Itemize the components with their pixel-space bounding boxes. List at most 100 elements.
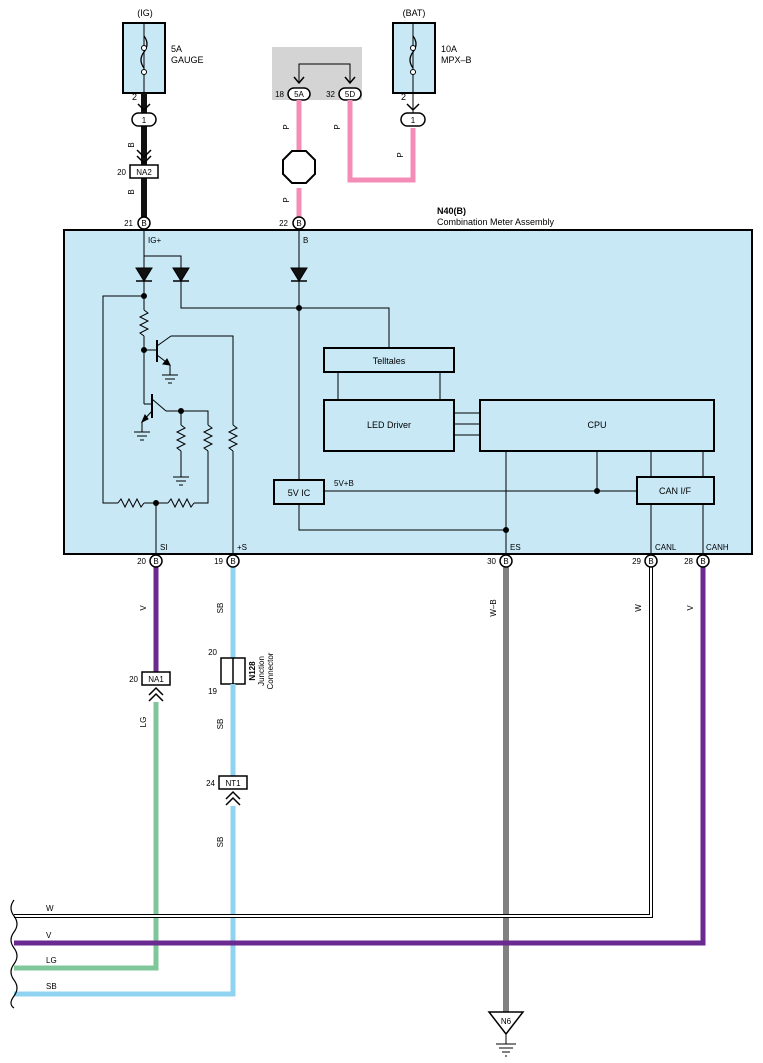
svg-text:B: B [700, 557, 705, 566]
pin-letter: B [141, 219, 146, 228]
bus-label-lg: LG [46, 956, 57, 965]
relay-pin-right: 32 [326, 90, 335, 99]
connector-na1-pin: 20 [129, 675, 138, 684]
block-led-driver: LED Driver [323, 399, 455, 452]
diode-icon [135, 267, 153, 282]
svg-text:Connector: Connector [266, 652, 275, 689]
bus-label-w: W [46, 904, 54, 913]
fuse-gauge-name: GAUGE [171, 55, 204, 65]
fuse-mpxb-icon [409, 35, 417, 69]
module-bottom-pin-19: B 19 [214, 554, 240, 568]
wire-label-si-lower: LG [139, 717, 148, 728]
ground-icon [134, 431, 150, 441]
svg-text:CAN I/F: CAN I/F [659, 486, 692, 496]
fuse-mpxb-source: (BAT) [403, 8, 426, 18]
fuse-gauge: (IG) 5A GAUGE [122, 8, 204, 94]
wire-p-left: P P [282, 100, 316, 218]
continuation-break-icon [10, 899, 18, 1009]
svg-text:CPU: CPU [587, 420, 606, 430]
svg-text:30: 30 [487, 557, 496, 566]
wire-label-es: W–B [489, 599, 498, 616]
diode-icon [172, 267, 190, 282]
wire-es: W–B N6 [487, 566, 525, 1057]
block-telltales: Telltales [323, 347, 455, 373]
combination-meter-module [63, 229, 753, 555]
resistor-icon [138, 309, 150, 337]
connector-na1-name: NA1 [148, 675, 164, 684]
block-can-if: CAN I/F [636, 476, 715, 505]
svg-text:20: 20 [208, 648, 217, 657]
wire-label-p-left-upper: P [282, 124, 291, 129]
resistor-icon [202, 424, 214, 452]
wire-label-plus-s-upper: SB [216, 603, 225, 614]
wire-label-plus-s-lower: SB [216, 837, 225, 848]
fuse-gauge-conn: 1 [142, 116, 147, 125]
svg-text:LED Driver: LED Driver [367, 420, 411, 430]
pin-signal-plus-s: +S [237, 543, 247, 552]
relay-term-left: 5A [294, 90, 304, 99]
svg-text:19: 19 [214, 557, 223, 566]
fuse-mpxb: (BAT) 10A MPX–B [392, 8, 472, 94]
fuse-gauge-rating: 5A [171, 44, 182, 54]
splice-octagon-icon [282, 150, 316, 184]
wire-p-right: 2 1 P P [333, 92, 426, 183]
module-id: N40(B) [437, 206, 466, 216]
fuse-mpxb-pin: 2 [401, 92, 406, 102]
internal-circuit [102, 229, 704, 554]
pin-signal: IG+ [148, 236, 161, 245]
pin-signal-es: ES [510, 543, 521, 552]
wire-si: V NA1 20 LG [14, 566, 171, 971]
connector-nt1-name: NT1 [225, 779, 241, 788]
wire-label-canh: V [686, 605, 695, 611]
wire-label-plus-s-mid: SB [216, 719, 225, 730]
connector-na2-name: NA2 [136, 168, 152, 177]
wire-label-p-right-upper: P [333, 124, 342, 129]
svg-text:29: 29 [632, 557, 641, 566]
ground-icon [496, 1043, 516, 1057]
resistor-icon [167, 497, 195, 509]
connector-nt1-pin: 24 [206, 779, 215, 788]
diode-icon [290, 267, 308, 282]
relay-pin-left: 18 [275, 90, 284, 99]
svg-text:N128: N128 [248, 661, 257, 681]
pin-number: 21 [124, 219, 133, 228]
module-top-pin-21: B 21 IG+ [124, 216, 161, 245]
wire-label-p-left-lower: P [282, 197, 291, 202]
bus-label-sb: SB [46, 982, 57, 991]
module-bottom-pin-30: B 30 [487, 554, 513, 568]
resistor-icon [175, 424, 187, 452]
module-bottom-pin-29: B 29 [632, 554, 658, 568]
svg-text:Telltales: Telltales [373, 356, 406, 366]
ground-label: N6 [501, 1017, 512, 1026]
rail-label-5vb: 5V+B [334, 479, 354, 488]
pin-signal: B [303, 236, 308, 245]
connector-na2-pin: 20 [117, 168, 126, 177]
relay-term-right: 5D [345, 90, 355, 99]
svg-text:5V IC: 5V IC [288, 488, 311, 498]
ground-point-icon [487, 1011, 525, 1036]
wire-canl: W [14, 566, 653, 918]
module-bottom-pin-28: B 28 [684, 554, 710, 568]
module-name: Combination Meter Assembly [437, 217, 555, 227]
pin-signal-canh: CANH [706, 543, 729, 552]
wire-label-canl: W [634, 604, 643, 612]
wire-label-gauge-lower: B [127, 189, 136, 194]
pin-signal-si: SI [160, 543, 168, 552]
wire-label-gauge-upper: B [127, 142, 136, 147]
resistor-icon [227, 424, 239, 452]
fuse-gauge-pin: 2 [132, 92, 137, 102]
wire-canh: V [14, 566, 706, 946]
pin-number: 22 [279, 219, 288, 228]
relay-box: 5A 18 5D 32 [272, 47, 362, 101]
fuse-mpxb-conn: 1 [411, 116, 416, 125]
svg-text:20: 20 [137, 557, 146, 566]
svg-text:B: B [153, 557, 158, 566]
svg-text:B: B [230, 557, 235, 566]
wire-plus-s: SB 20 19 N128 Junction Connector SB NT1 … [14, 566, 275, 997]
svg-text:B: B [648, 557, 653, 566]
module-bottom-pin-20: B 20 [137, 554, 163, 568]
wire-label-si: V [139, 605, 148, 611]
bus-label-v: V [46, 931, 52, 940]
